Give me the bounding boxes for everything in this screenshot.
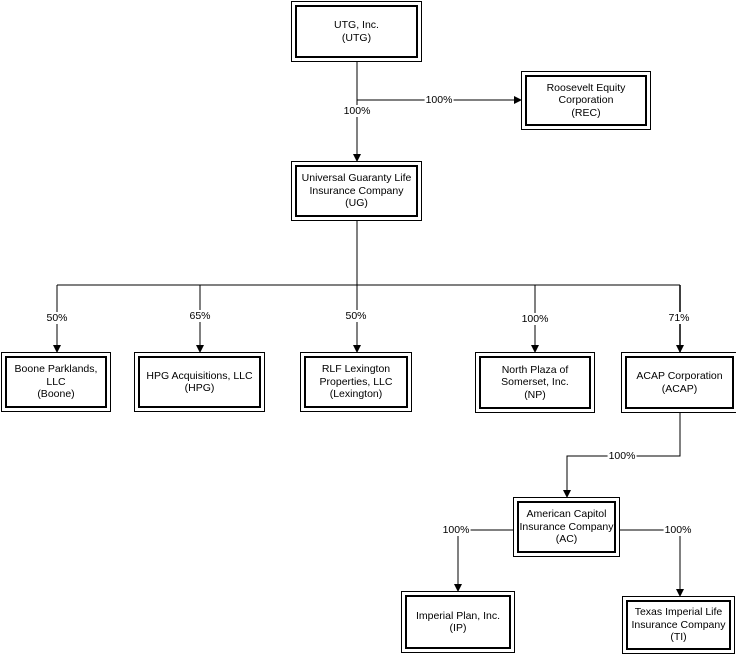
edge-ac-ip (454, 529, 513, 592)
entity-utg-line1: UTG, Inc. (334, 19, 379, 31)
pct-ac-ti: 100% (663, 524, 693, 536)
entity-boone-line1: Boone Parklands, (14, 363, 98, 376)
entity-hpg: HPG Acquisitions, LLC (HPG) (134, 352, 265, 412)
pct-ug-lexington: 50% (344, 310, 368, 322)
pct-utg-ug: 100% (342, 105, 372, 117)
entity-ug: Universal Guaranty Life Insurance Compan… (291, 161, 422, 221)
entity-np-line2: Somerset, Inc. (501, 376, 569, 389)
entity-boone-line3: (Boone) (37, 388, 75, 401)
edge-ac-ti (620, 529, 684, 597)
entity-ug-line3: (UG) (345, 197, 368, 210)
pct-ac-ip: 100% (441, 524, 471, 536)
entity-hpg-line1: HPG Acquisitions, LLC (146, 369, 253, 382)
entity-acap: ACAP Corporation (ACAP) (621, 352, 736, 413)
entity-np-line1: North Plaza of (501, 363, 569, 376)
entity-boone-line2: LLC (46, 375, 66, 388)
entity-ti: Texas Imperial Life Insurance Company (T… (622, 596, 735, 654)
entity-rec: Roosevelt Equity Corporation (REC) (521, 71, 651, 130)
entity-lexington-line3: (Lexington) (329, 388, 383, 401)
entity-ac: American Capitol Insurance Company (AC) (513, 497, 620, 557)
entity-rec-line2: Corporation (558, 94, 614, 107)
entity-lexington-line1: RLF Lexington (321, 363, 391, 376)
entity-rec-line1: Roosevelt Equity (546, 81, 626, 94)
entity-ti-line1: Texas Imperial Life (634, 606, 723, 619)
entity-ip-line2: (IP) (449, 622, 467, 634)
pct-acap-ac: 100% (607, 450, 637, 462)
pct-ug-np: 100% (520, 313, 550, 325)
pct-ug-hpg: 65% (188, 310, 212, 322)
entity-acap-line2: (ACAP) (661, 382, 698, 395)
pct-utg-rec: 100% (424, 94, 454, 106)
entity-ac-line2: Insurance Company (519, 520, 614, 533)
entity-utg-line2: (UTG) (341, 31, 372, 44)
entity-utg: UTG, Inc. (UTG) (291, 1, 422, 62)
pct-ug-acap: 71% (667, 312, 691, 324)
entity-ug-line2: Insurance Company (309, 184, 404, 197)
entity-ug-line1: Universal Guaranty Life (301, 172, 412, 185)
entity-ac-line1: American Capitol (526, 508, 607, 521)
entity-boone: Boone Parklands, LLC (Boone) (1, 352, 111, 412)
entity-np-line3: (NP) (524, 388, 546, 401)
entity-lexington-line2: Properties, LLC (319, 375, 393, 388)
entity-np: North Plaza of Somerset, Inc. (NP) (475, 352, 595, 413)
entity-ip: Imperial Plan, Inc. (IP) (401, 591, 515, 653)
entity-acap-line1: ACAP Corporation (636, 370, 723, 382)
entity-hpg-line2: (HPG) (184, 382, 215, 394)
entity-ti-line3: (TI) (670, 631, 687, 644)
entity-ip-line1: Imperial Plan, Inc. (415, 609, 501, 622)
pct-ug-boone: 50% (45, 312, 69, 324)
entity-lexington: RLF Lexington Properties, LLC (Lexington… (300, 352, 412, 412)
entity-rec-line3: (REC) (571, 106, 601, 119)
entity-ac-line3: (AC) (555, 533, 578, 546)
entity-ti-line2: Insurance Company (631, 618, 726, 631)
